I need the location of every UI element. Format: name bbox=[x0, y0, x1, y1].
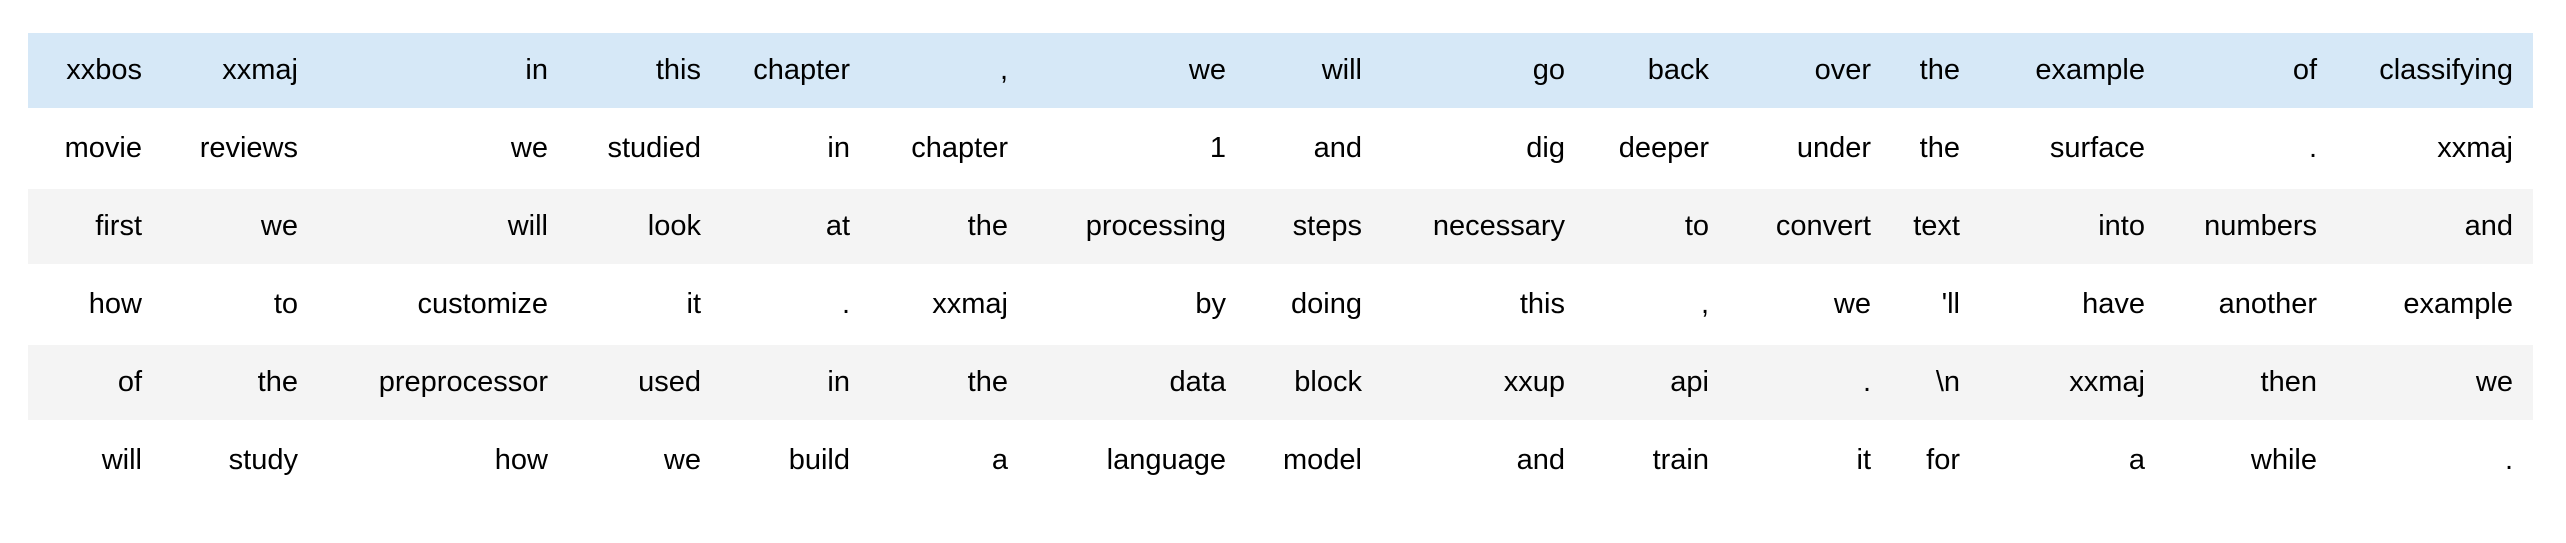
token-cell: xxmaj bbox=[870, 265, 1028, 345]
token-cell: we bbox=[318, 109, 568, 189]
token-cell: reviews bbox=[162, 109, 318, 189]
token-cell: . bbox=[721, 265, 870, 345]
token-cell: have bbox=[1980, 265, 2165, 345]
token-cell: over bbox=[1729, 33, 1891, 111]
token-cell: 1 bbox=[1028, 109, 1246, 189]
token-cell: under bbox=[1729, 109, 1891, 189]
token-cell: block bbox=[1246, 343, 1382, 423]
token-cell: and bbox=[1382, 421, 1585, 501]
token-cell: in bbox=[721, 109, 870, 189]
token-cell: \n bbox=[1891, 343, 1980, 423]
token-cell: to bbox=[162, 265, 318, 345]
token-cell: . bbox=[1729, 343, 1891, 423]
token-cell: the bbox=[162, 343, 318, 423]
token-cell: in bbox=[318, 33, 568, 111]
token-cell: model bbox=[1246, 421, 1382, 501]
token-cell: the bbox=[1891, 109, 1980, 189]
token-cell: , bbox=[1585, 265, 1729, 345]
token-cell: the bbox=[870, 343, 1028, 423]
token-cell: a bbox=[870, 421, 1028, 501]
token-cell: then bbox=[2165, 343, 2337, 423]
token-cell: xxmaj bbox=[1980, 343, 2165, 423]
token-cell: build bbox=[721, 421, 870, 501]
token-cell: will bbox=[318, 187, 568, 267]
token-cell: necessary bbox=[1382, 187, 1585, 267]
token-cell: of bbox=[2165, 33, 2337, 111]
token-cell: we bbox=[568, 421, 721, 501]
token-cell: at bbox=[721, 187, 870, 267]
token-cell: look bbox=[568, 187, 721, 267]
token-cell: steps bbox=[1246, 187, 1382, 267]
token-cell: data bbox=[1028, 343, 1246, 423]
token-cell: deeper bbox=[1585, 109, 1729, 189]
token-cell: xxup bbox=[1382, 343, 1585, 423]
token-cell: for bbox=[1891, 421, 1980, 501]
token-cell: it bbox=[568, 265, 721, 345]
token-cell: convert bbox=[1729, 187, 1891, 267]
token-cell: numbers bbox=[2165, 187, 2337, 267]
token-cell: the bbox=[870, 187, 1028, 267]
token-cell: to bbox=[1585, 187, 1729, 267]
token-cell: we bbox=[1028, 33, 1246, 111]
token-cell: . bbox=[2337, 421, 2533, 501]
token-cell: back bbox=[1585, 33, 1729, 111]
token-cell: language bbox=[1028, 421, 1246, 501]
token-cell: chapter bbox=[870, 109, 1028, 189]
token-cell: a bbox=[1980, 421, 2165, 501]
token-cell: example bbox=[2337, 265, 2533, 345]
token-cell: of bbox=[28, 343, 162, 423]
token-cell: dig bbox=[1382, 109, 1585, 189]
token-cell: api bbox=[1585, 343, 1729, 423]
token-cell: by bbox=[1028, 265, 1246, 345]
token-cell: will bbox=[1246, 33, 1382, 111]
token-cell: we bbox=[162, 187, 318, 267]
token-cell: first bbox=[28, 187, 162, 267]
token-cell: this bbox=[1382, 265, 1585, 345]
token-cell: movie bbox=[28, 109, 162, 189]
token-cell: text bbox=[1891, 187, 1980, 267]
token-cell: train bbox=[1585, 421, 1729, 501]
token-cell: xxbos bbox=[28, 33, 162, 111]
token-cell: xxmaj bbox=[162, 33, 318, 111]
token-cell: surface bbox=[1980, 109, 2165, 189]
token-cell: it bbox=[1729, 421, 1891, 501]
token-cell: in bbox=[721, 343, 870, 423]
token-cell: into bbox=[1980, 187, 2165, 267]
token-cell: studied bbox=[568, 109, 721, 189]
token-cell: xxmaj bbox=[2337, 109, 2533, 189]
token-cell: classifying bbox=[2337, 33, 2533, 111]
token-cell: chapter bbox=[721, 33, 870, 111]
token-cell: another bbox=[2165, 265, 2337, 345]
token-cell: the bbox=[1891, 33, 1980, 111]
token-cell: and bbox=[1246, 109, 1382, 189]
token-cell: customize bbox=[318, 265, 568, 345]
token-cell: study bbox=[162, 421, 318, 501]
token-cell: 'll bbox=[1891, 265, 1980, 345]
token-cell: used bbox=[568, 343, 721, 423]
token-cell: this bbox=[568, 33, 721, 111]
token-cell: how bbox=[318, 421, 568, 501]
token-cell: doing bbox=[1246, 265, 1382, 345]
token-cell: and bbox=[2337, 187, 2533, 267]
token-cell: while bbox=[2165, 421, 2337, 501]
token-cell: preprocessor bbox=[318, 343, 568, 423]
token-cell: , bbox=[870, 33, 1028, 111]
token-cell: we bbox=[2337, 343, 2533, 423]
token-cell: example bbox=[1980, 33, 2165, 111]
token-cell: processing bbox=[1028, 187, 1246, 267]
token-cell: we bbox=[1729, 265, 1891, 345]
token-cell: go bbox=[1382, 33, 1585, 111]
token-cell: how bbox=[28, 265, 162, 345]
token-cell: . bbox=[2165, 109, 2337, 189]
token-cell: will bbox=[28, 421, 162, 501]
